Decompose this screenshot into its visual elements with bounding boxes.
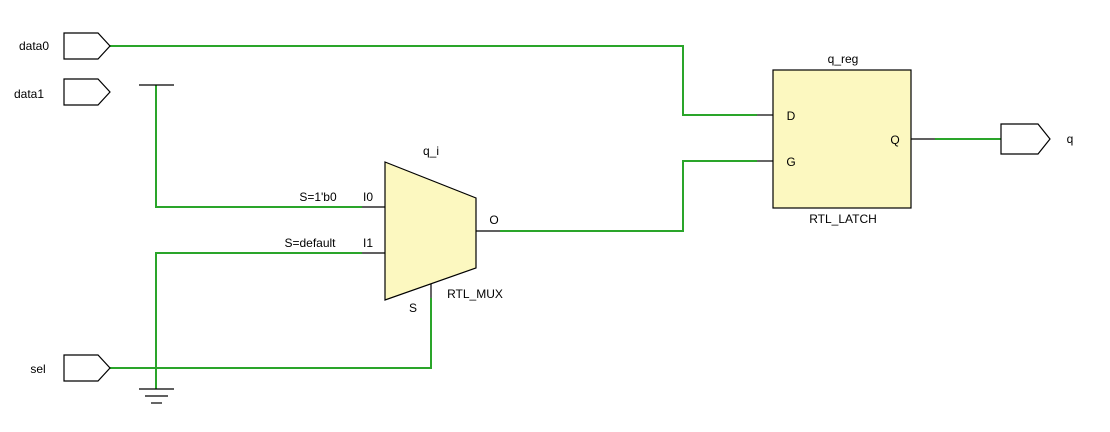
latch-pin-q-label: Q: [890, 133, 899, 147]
port-sel[interactable]: sel: [30, 354, 111, 382]
net-sel-to-mux-s[interactable]: [110, 298, 432, 369]
mux-pin-i1-label: I1: [363, 236, 373, 250]
port-sel-label: sel: [30, 362, 45, 376]
pin-stubs: [362, 114, 935, 298]
latch-body: [772, 69, 912, 209]
mux-i1-condition: S=default: [284, 236, 336, 250]
latch-instance-name: q_reg: [828, 52, 859, 66]
latch-cell-type: RTL_LATCH: [809, 212, 877, 226]
port-data1-icon: [63, 78, 111, 106]
mux-pin-s-label: S: [409, 301, 417, 315]
nets: [110, 45, 1001, 389]
port-data0-label: data0: [19, 39, 49, 53]
mux-i0-condition: S=1'b0: [299, 190, 337, 204]
ground-symbol: [139, 388, 174, 404]
latch-pin-d-label: D: [787, 109, 796, 123]
latch-cell[interactable]: q_reg RTL_LATCH D G Q: [772, 52, 912, 226]
port-q-icon: [1000, 123, 1051, 155]
net-data0-to-latch-d[interactable]: [110, 45, 757, 116]
net-ground-to-mux-i1[interactable]: [155, 252, 362, 389]
port-data1[interactable]: data1: [14, 78, 111, 106]
port-sel-icon: [63, 354, 111, 382]
port-q[interactable]: q: [1000, 123, 1074, 155]
port-q-label: q: [1067, 132, 1074, 146]
mux-cell-type: RTL_MUX: [447, 287, 503, 301]
port-data0-icon: [63, 32, 111, 60]
port-data0[interactable]: data0: [19, 32, 111, 60]
port-data1-label: data1: [14, 87, 44, 101]
net-const-zero-to-mux-i0[interactable]: [155, 85, 362, 208]
latch-pin-g-label: G: [786, 155, 795, 169]
mux-instance-name: q_i: [423, 144, 439, 158]
mux-body: [384, 161, 477, 301]
mux-pin-o-label: O: [489, 213, 498, 227]
mux-cell[interactable]: q_i RTL_MUX I0 I1 O S S=1'b0 S=default: [284, 144, 502, 315]
net-mux-o-to-latch-g[interactable]: [500, 160, 757, 232]
mux-pin-i0-label: I0: [363, 190, 373, 204]
